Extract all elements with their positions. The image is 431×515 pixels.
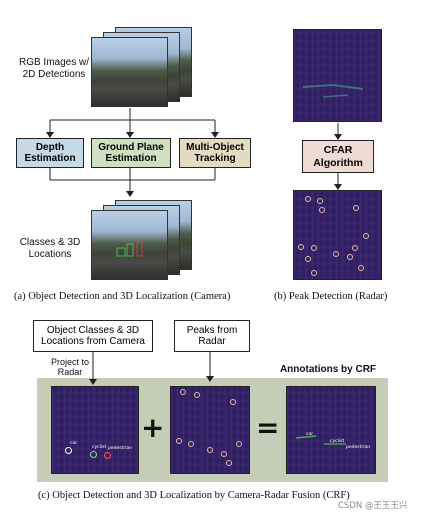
fusion-caption: (c) Object Detection and 3D Localization… [38, 490, 350, 501]
peak-marker [305, 256, 311, 262]
peak-marker [363, 233, 369, 239]
multi-object-tracking-box: Multi-Object Tracking [179, 138, 251, 168]
peak-marker [176, 438, 182, 444]
peak-marker [226, 460, 232, 466]
peak-marker [317, 198, 323, 204]
peak-marker [194, 392, 200, 398]
cfar-algorithm-box: CFAR Algorithm [302, 140, 374, 173]
peak-marker [236, 441, 242, 447]
peak-marker [180, 389, 186, 395]
fusion-camera-heatmap [51, 386, 139, 474]
rgb-input-label: RGB Images w/ 2D Detections [18, 57, 90, 80]
peak-marker [352, 245, 358, 251]
pedestrian-label: pedestrian [108, 446, 133, 451]
watermark: CSDN @王王王兴 [338, 501, 408, 511]
radar-input-box: Peaks from Radar [174, 320, 250, 352]
pedestrian-marker [104, 452, 111, 459]
depth-estimation-box: Depth Estimation [16, 138, 84, 168]
cyclist-label: cyclist [92, 445, 107, 450]
3d-boxes-overlay [116, 241, 143, 257]
peak-marker [305, 196, 311, 202]
fusion-result-heatmap [286, 386, 376, 474]
peak-marker [221, 451, 227, 457]
camera-input-box: Object Classes & 3D Locations from Camer… [33, 320, 153, 352]
result-streaks [295, 435, 346, 445]
peak-marker [319, 207, 325, 213]
result-cyclist-label: cyclist [330, 439, 345, 444]
annotations-title: Annotations by CRF [279, 364, 377, 375]
ground-plane-estimation-box: Ground Plane Estimation [91, 138, 171, 168]
peak-marker [207, 447, 213, 453]
project-to-radar-label: Project to Radar [50, 357, 90, 378]
equals-sign: = [256, 411, 280, 444]
plus-sign: + [141, 411, 165, 444]
peak-marker [311, 270, 317, 276]
peak-marker [188, 441, 194, 447]
result-car-label: car [306, 432, 314, 437]
peak-marker [358, 265, 364, 271]
fusion-radar-heatmap [170, 386, 250, 474]
cyclist-marker [90, 451, 97, 458]
camera-caption: (a) Object Detection and 3D Localization… [14, 291, 231, 302]
output-label: Classes & 3D Locations [19, 237, 81, 260]
peak-marker [311, 245, 317, 251]
peak-marker [333, 251, 339, 257]
peak-marker [298, 244, 304, 250]
radar-caption: (b) Peak Detection (Radar) [274, 291, 388, 302]
peak-marker [230, 399, 236, 405]
radar-heatmap-top [293, 29, 382, 122]
output-image-front [91, 210, 168, 280]
result-pedestrian-label: pedestrian [346, 445, 371, 450]
rgb-image-front [91, 37, 168, 107]
peak-marker [347, 254, 353, 260]
car-label: car [70, 441, 78, 446]
peak-marker [353, 205, 359, 211]
car-marker [65, 447, 72, 454]
radar-top-streaks [302, 83, 364, 98]
